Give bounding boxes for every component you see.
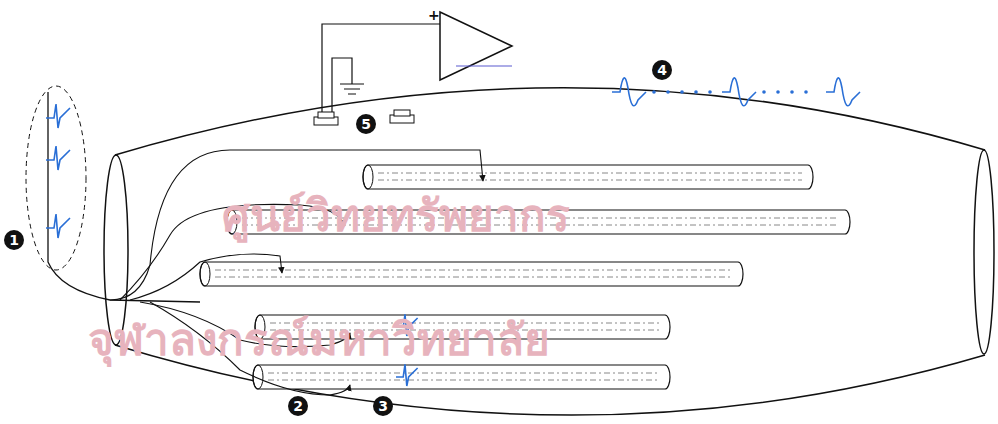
signal-dot (776, 90, 780, 94)
signal-dot (666, 90, 670, 94)
callout-number: 1 (4, 230, 24, 250)
muscle-end (974, 150, 994, 354)
amplifier (440, 12, 512, 80)
fiber-end (200, 262, 210, 286)
signal-dot (804, 90, 808, 94)
callout-number: 5 (356, 114, 376, 134)
muscle-fiber (253, 365, 670, 389)
myofibril (268, 373, 659, 374)
polarity-sign: + (428, 8, 440, 22)
watermark: จุฬาลงกรณ์มหาวิทยาลัย (88, 318, 550, 362)
muscle-fiber (363, 165, 813, 189)
action-potential (396, 364, 418, 386)
signal-dot (652, 90, 656, 94)
myofibril (215, 277, 732, 278)
signal-dot (762, 90, 766, 94)
watermark: ศูนย์วิทยทรัพยากร (222, 194, 570, 238)
action-potential (46, 104, 70, 128)
wire (322, 24, 440, 112)
signal-dot (694, 90, 698, 94)
emg-signal (826, 78, 860, 106)
myofibril (378, 173, 802, 174)
signal-dot (790, 90, 794, 94)
signal-dot (680, 90, 684, 94)
myofibril (215, 270, 732, 271)
callout-number: 3 (373, 396, 393, 416)
nerve-branch (130, 254, 282, 300)
wire (332, 58, 352, 112)
emg-signal (722, 78, 756, 106)
electrode (318, 112, 334, 118)
ground-symbol (340, 84, 364, 94)
callout-number: 2 (288, 396, 308, 416)
wire (456, 65, 512, 66)
muscle-end (104, 155, 128, 345)
callout-number: 4 (652, 60, 672, 80)
electrode (394, 110, 410, 116)
myofibril (268, 380, 659, 381)
action-potential (46, 146, 70, 170)
action-potential (46, 214, 70, 238)
myofibril (378, 180, 802, 181)
fiber-end (363, 165, 373, 189)
signal-outline (26, 86, 86, 270)
motor-nerve (48, 92, 200, 302)
signal-dot (708, 90, 712, 94)
emg-signal (612, 78, 646, 106)
